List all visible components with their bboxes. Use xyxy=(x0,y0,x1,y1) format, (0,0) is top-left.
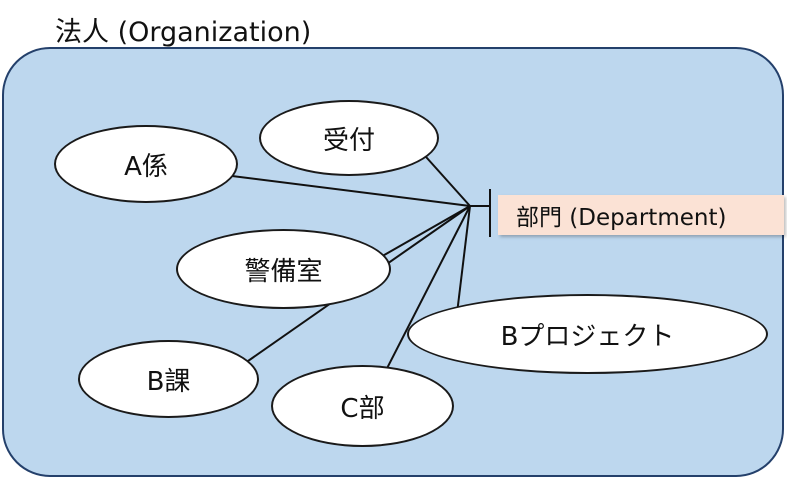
department-label: 部門 (Department) xyxy=(498,195,784,235)
node-b-division-label: B課 xyxy=(146,366,191,397)
department-label-text: 部門 (Department) xyxy=(516,205,727,231)
node-security-room-label: 警備室 xyxy=(244,256,323,287)
diagram-title: 法人 (Organization) xyxy=(55,17,312,48)
link-a-section xyxy=(199,171,471,207)
link-security-room xyxy=(371,205,471,263)
node-reception[interactable]: 受付 xyxy=(259,100,439,176)
node-c-department[interactable]: C部 xyxy=(271,365,454,447)
node-reception-label: 受付 xyxy=(322,125,375,156)
node-b-project-label: Bプロジェクト xyxy=(500,321,675,352)
node-b-project[interactable]: Bプロジェクト xyxy=(407,294,768,374)
link-c-department xyxy=(379,205,471,383)
link-reception xyxy=(417,147,471,207)
node-a-section-label: A係 xyxy=(124,151,168,182)
node-b-division[interactable]: B課 xyxy=(78,340,259,418)
node-c-department-label: C部 xyxy=(340,393,385,424)
node-a-section[interactable]: A係 xyxy=(54,125,238,203)
node-security-room[interactable]: 警備室 xyxy=(176,229,391,309)
